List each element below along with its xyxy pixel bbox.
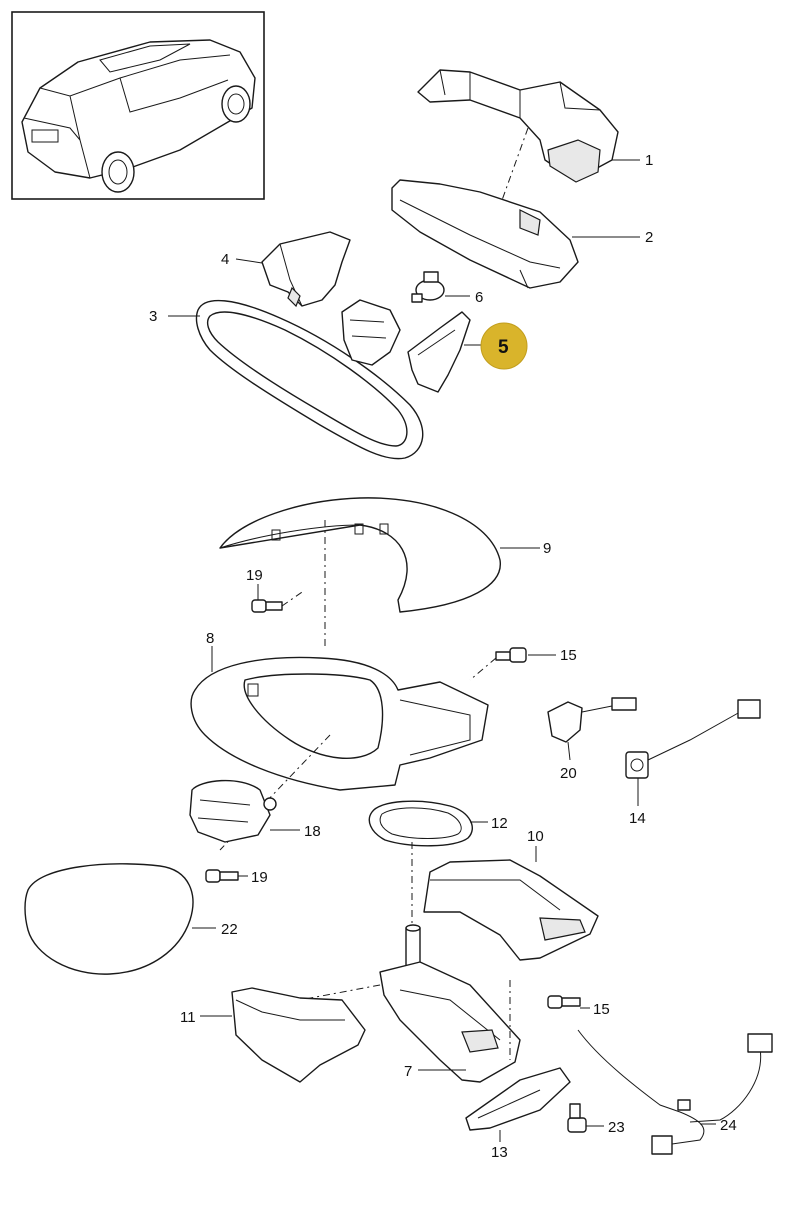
- screw-19-lower: [205, 869, 239, 883]
- label-24: 24: [720, 1117, 737, 1134]
- leader-lines: [168, 159, 716, 1142]
- part-23-screw: [567, 1103, 587, 1133]
- part-1-bracket: [417, 69, 619, 183]
- callout-labels: 1 2 3 4 5 6 9 19 8 15 20 14 18 12 10 19 …: [149, 152, 737, 1161]
- label-7: 7: [404, 1063, 412, 1080]
- part-5-cover: [407, 311, 471, 393]
- label-15-lower: 15: [593, 1001, 610, 1018]
- label-9: 9: [543, 540, 551, 557]
- part-6-plug: [411, 271, 445, 303]
- label-23: 23: [608, 1119, 625, 1136]
- part-7-base: [379, 924, 521, 1083]
- screw-19-upper: [251, 599, 283, 613]
- label-20: 20: [560, 765, 577, 782]
- part-3-frame: [195, 299, 424, 460]
- part-12-gasket: [368, 800, 473, 847]
- vehicle-inset: [11, 11, 265, 200]
- part-8-housing: [190, 656, 489, 791]
- label-6: 6: [475, 289, 483, 306]
- label-5: 5: [498, 337, 509, 358]
- part-20-connector: [547, 697, 637, 743]
- part-9-cap: [219, 497, 501, 613]
- label-1: 1: [645, 152, 653, 169]
- label-11: 11: [180, 1009, 196, 1026]
- centerline-8-18: [219, 734, 331, 851]
- screw-15-upper: [495, 647, 527, 663]
- part-22-glass: [24, 863, 194, 975]
- label-13: 13: [491, 1144, 508, 1161]
- highlight-badge: [480, 322, 528, 370]
- label-8: 8: [206, 630, 214, 647]
- part-24-harness: [577, 1029, 773, 1155]
- label-22: 22: [221, 921, 238, 938]
- label-19-upper: 19: [246, 567, 263, 584]
- part-10-cover: [423, 859, 599, 961]
- part-13-light: [465, 1067, 571, 1131]
- label-10: 10: [527, 828, 544, 845]
- vehicle-icon: [21, 39, 256, 193]
- screw-15-lower: [547, 995, 581, 1009]
- label-2: 2: [645, 229, 653, 246]
- part-4-housing: [261, 231, 351, 308]
- label-12: 12: [491, 815, 508, 832]
- part-11-trim: [231, 987, 366, 1083]
- label-4: 4: [221, 251, 229, 268]
- adjuster-assembly: [341, 299, 401, 366]
- label-19-lower: 19: [251, 869, 268, 886]
- label-15-upper: 15: [560, 647, 577, 664]
- label-3: 3: [149, 308, 157, 325]
- part-14-camera: [625, 699, 761, 779]
- part-18-motor: [189, 779, 277, 843]
- part-2-trim-cover: [391, 179, 579, 289]
- label-14: 14: [629, 810, 646, 827]
- label-18: 18: [304, 823, 321, 840]
